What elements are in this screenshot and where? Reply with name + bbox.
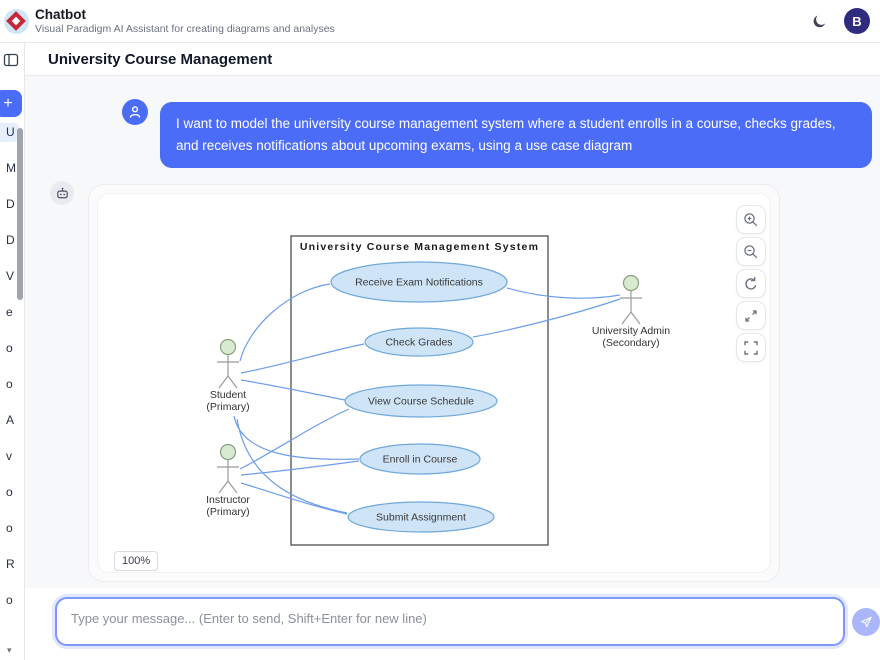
chat-area: I want to model the university course ma…: [25, 76, 880, 588]
paper-plane-icon: [861, 616, 872, 628]
reset-zoom-button[interactable]: [736, 269, 766, 298]
association-line: [472, 298, 621, 338]
person-icon: [129, 106, 141, 118]
actor-name: University Admin: [592, 325, 670, 337]
app-subtitle: Visual Paradigm AI Assistant for creatin…: [35, 22, 335, 35]
system-boundary-title: University Course Management System: [300, 241, 539, 253]
actor-name: Instructor: [206, 494, 250, 506]
panel-toggle-icon: [3, 53, 19, 67]
actor-role: (Primary): [206, 506, 249, 518]
chat-history-item[interactable]: o: [6, 485, 13, 499]
chat-history-item[interactable]: o: [6, 341, 13, 355]
assistant-avatar: [50, 181, 74, 205]
chat-history-item[interactable]: A: [6, 413, 15, 427]
reset-icon: [745, 276, 757, 290]
chat-history-item[interactable]: v: [6, 449, 12, 463]
association-line: [236, 418, 348, 514]
association-line: [239, 408, 350, 470]
user-account-avatar[interactable]: B: [844, 8, 870, 34]
use-case-ellipse: [344, 384, 498, 418]
content-column: University Course Management I want to m…: [25, 43, 880, 660]
chat-history-item[interactable]: M: [6, 161, 16, 175]
new-chat-button[interactable]: +: [0, 90, 22, 117]
actor-name: Student: [210, 389, 246, 401]
actor-student: Student(Primary): [206, 338, 250, 413]
user-message-avatar: [122, 99, 148, 125]
chat-history-item[interactable]: o: [6, 593, 13, 607]
chat-history-item[interactable]: U: [0, 123, 20, 142]
association-line: [240, 343, 365, 374]
message-composer: [25, 588, 880, 660]
zoom-in-icon: [744, 212, 758, 226]
fullscreen-button[interactable]: [736, 333, 766, 362]
sidebar-scrollbar-thumb[interactable]: [17, 128, 23, 300]
use-case-label: Receive Exam Notifications: [355, 277, 483, 289]
use-case-label: View Course Schedule: [368, 396, 474, 408]
association-line: [240, 379, 346, 401]
association-line: [240, 482, 348, 515]
page-title: University Course Management: [25, 43, 880, 76]
dark-mode-toggle[interactable]: [808, 9, 832, 33]
app-title-block: Chatbot Visual Paradigm AI Assistant for…: [35, 7, 808, 36]
use-case-ellipse: [347, 501, 495, 533]
actor-role: (Secondary): [602, 337, 659, 349]
robot-icon: [56, 187, 68, 198]
fullscreen-icon: [744, 340, 758, 355]
zoom-level-badge: 100%: [114, 551, 159, 571]
association-line: [239, 283, 331, 362]
chat-history-item[interactable]: R: [6, 557, 15, 571]
app-title: Chatbot: [35, 6, 86, 22]
expand-button[interactable]: [736, 301, 766, 330]
app-header: Chatbot Visual Paradigm AI Assistant for…: [0, 0, 880, 43]
sidebar-toggle-button[interactable]: [3, 52, 19, 68]
user-message-bubble: I want to model the university course ma…: [160, 102, 872, 168]
use-case-ellipse: [330, 261, 508, 303]
use-case-label: Submit Assignment: [376, 512, 466, 524]
use-case-label: Check Grades: [385, 337, 452, 349]
chat-history-item[interactable]: o: [6, 521, 13, 535]
zoom-out-icon: [744, 244, 758, 258]
zoom-out-button[interactable]: [736, 237, 766, 266]
association-line: [240, 460, 360, 476]
actor-instructor: Instructor(Primary): [206, 443, 250, 518]
diagram-zoom-controls: [736, 205, 766, 362]
association-line: [506, 287, 621, 299]
use-case-label: Enroll in Course: [383, 454, 458, 466]
chat-history-item[interactable]: e: [6, 305, 13, 319]
chat-history-item[interactable]: D: [6, 233, 15, 247]
chat-history-item[interactable]: o: [6, 377, 13, 391]
actor-role: (Primary): [206, 401, 249, 413]
scroll-down-arrow-icon[interactable]: ▾: [7, 645, 12, 655]
zoom-in-button[interactable]: [736, 205, 766, 234]
moon-icon: [813, 15, 826, 28]
visual-paradigm-logo-icon: [4, 8, 29, 34]
use-case-diagram: University Course Management SystemRecei…: [206, 235, 670, 546]
actor-university-admin: University Admin(Secondary): [592, 274, 670, 349]
use-case-ellipse: [364, 327, 474, 357]
send-button[interactable]: [852, 608, 880, 636]
chat-history-item[interactable]: V: [6, 269, 15, 283]
message-input[interactable]: [55, 597, 845, 646]
chat-history-item[interactable]: D: [6, 197, 15, 211]
use-case-ellipse: [359, 443, 481, 475]
expand-icon: [745, 309, 757, 322]
